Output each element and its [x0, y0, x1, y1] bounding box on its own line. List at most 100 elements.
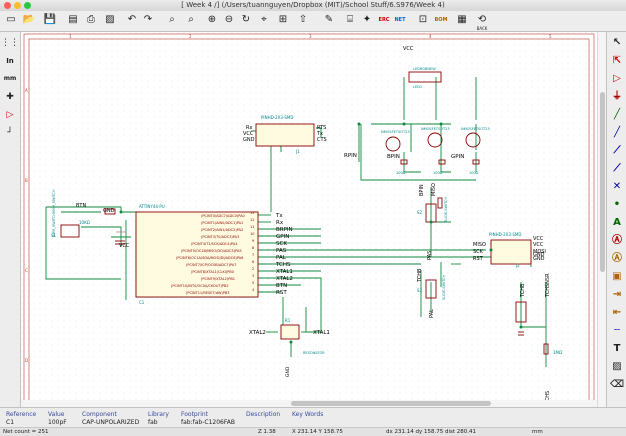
new-sheet-icon[interactable]: ▭ — [6, 14, 16, 25]
cvpcb-icon[interactable]: ⊡ — [418, 14, 428, 25]
mosfet-t2-name: NMOSFETSOT23 — [421, 127, 450, 131]
library-editor-icon[interactable]: ✎ — [324, 14, 334, 25]
ftdi-right-cts: CTS — [317, 137, 327, 143]
mcu-pin-num-8: 8 — [252, 246, 254, 250]
leave-sheet-icon[interactable]: ⇧ — [298, 14, 308, 25]
vertical-scrollbar[interactable] — [597, 32, 607, 407]
switch2-ref: S2 — [417, 210, 423, 215]
find-replace-icon[interactable]: ⌕ — [188, 14, 194, 25]
gnd-right-label: GND — [533, 252, 545, 258]
delete-item-icon[interactable]: ⌫ — [609, 379, 625, 390]
units-mm-button[interactable]: mm — [3, 72, 17, 86]
bus-to-bus-entry-icon[interactable]: ⟋ — [613, 163, 621, 174]
redo-icon[interactable]: ↷ — [143, 14, 153, 25]
add-text-icon[interactable]: T — [610, 342, 624, 356]
mcu-pin-num-11: 11 — [250, 225, 254, 229]
zoom-fit-icon[interactable]: ⌖ — [261, 14, 267, 25]
gnd-bottom-label: GND — [285, 366, 291, 377]
gnd-label: GND — [103, 208, 115, 214]
page-settings-icon[interactable]: ▤ — [68, 14, 78, 25]
mcu-pin-num-10: 10 — [250, 232, 254, 236]
library-browser-icon[interactable]: ⌸ — [347, 14, 353, 25]
back-icon[interactable]: ⟲BACK — [476, 14, 488, 31]
horizontal-scrollbar[interactable] — [21, 400, 597, 407]
ruler-top-1: 1 — [69, 34, 72, 39]
ftdi-right-rts: RTS — [317, 125, 326, 131]
add-net-label-icon[interactable]: A — [610, 216, 624, 230]
isp-right-mosi: MOSI — [533, 249, 546, 255]
horizontal-scroll-thumb[interactable] — [291, 401, 491, 406]
hidden-pins-icon[interactable]: ▷ — [6, 109, 14, 120]
print-icon[interactable]: ⎙ — [87, 14, 95, 25]
add-bus-icon[interactable]: ╱ — [613, 127, 621, 138]
touch-net-tchsnsr: TCHSNSR — [545, 273, 551, 298]
cursor-shape-icon[interactable]: ✚ — [6, 91, 14, 102]
zoom-out-icon[interactable]: ⊖ — [224, 14, 234, 25]
net-pas: PAS — [276, 248, 287, 254]
add-hierarchical-label-icon[interactable]: Ⓐ — [612, 253, 622, 264]
hierarchy-navigator-icon[interactable]: ⊞ — [278, 14, 288, 25]
add-wire-icon[interactable]: ╱ — [613, 109, 621, 120]
pcbnew-icon[interactable]: ▦ — [457, 14, 467, 25]
grid-toggle-icon[interactable]: ⋮⋮ — [1, 37, 19, 48]
mcu-pin-num-7: 7 — [252, 253, 254, 257]
erc-icon[interactable]: ERC — [377, 13, 391, 27]
add-power-icon[interactable]: ⏚ — [612, 91, 622, 102]
component-header: Component — [82, 411, 117, 418]
minimize-window-button[interactable] — [14, 2, 21, 9]
touch-resistor-value: 1MΩ — [553, 350, 562, 355]
no-connect-icon[interactable]: ✕ — [612, 181, 622, 192]
add-junction-icon[interactable]: • — [613, 199, 621, 210]
isp-left-rst: RST — [473, 256, 484, 262]
mcu-pin-num-3: 3 — [252, 274, 254, 278]
highlight-net-icon[interactable]: ⇱ — [612, 55, 622, 66]
annotate-icon[interactable]: ✦ — [362, 14, 372, 25]
btn-ref: S1 — [51, 233, 57, 238]
mcu-pin-pa2: (PCINT2/AIN1/ADC2)PA2 — [201, 228, 243, 232]
import-sheet-pin-icon[interactable]: ⇥ — [612, 289, 622, 300]
find-icon[interactable]: ⌕ — [169, 14, 175, 25]
value-header: Value — [48, 411, 65, 418]
mcu-name: ATTINY44-PU — [139, 204, 165, 209]
select-arrow-icon[interactable]: ↖ — [612, 37, 622, 48]
crystal-right-label: XTAL1 — [313, 330, 330, 336]
close-window-button[interactable] — [4, 2, 11, 9]
netlist-icon[interactable]: NET — [393, 13, 407, 27]
schematic-canvas[interactable]: 1 2 3 4 5 A B C D — [21, 32, 597, 407]
add-sheet-pin-icon[interactable]: ⇤ — [612, 307, 622, 318]
mcu-pin-pa7: (PCINT7/ICP/OC0B/ADC7)PA7 — [186, 263, 237, 267]
add-component-icon[interactable]: ▷ — [613, 73, 621, 84]
open-folder-icon[interactable]: 📂 — [22, 14, 36, 25]
save-icon[interactable]: 💾 — [43, 14, 57, 25]
ftdi-name: PINHD-2X3-SMD — [261, 115, 293, 120]
vertical-scroll-thumb[interactable] — [600, 92, 605, 272]
add-graphic-line-icon[interactable]: ┄ — [613, 325, 621, 336]
plot-icon[interactable]: ▨ — [105, 14, 115, 25]
add-image-icon[interactable]: ▨ — [612, 361, 622, 372]
net-xtal1: XTAL1 — [276, 269, 293, 275]
wire-angle-icon[interactable]: ┘ — [7, 127, 13, 138]
bom-label: BOM — [434, 16, 448, 23]
zoom-window-button[interactable] — [24, 2, 31, 9]
switch2-net-miso: MISO — [431, 183, 437, 196]
ftdi-header-body — [255, 123, 315, 147]
back-label: BACK — [476, 26, 488, 31]
cursor-delta: dx 231.14 dy 158.75 dist 280.41 — [386, 429, 477, 435]
mcu-pin-pb2: (PCINT10/INT0/OC0A/CKOUT)PB2 — [171, 284, 229, 288]
add-sheet-icon[interactable]: ▣ — [612, 271, 622, 282]
mcu-body — [135, 211, 259, 298]
undo-icon[interactable]: ↶ — [127, 14, 137, 25]
net-rx: Rx — [276, 220, 284, 226]
wire-to-bus-entry-icon[interactable]: ⟋ — [613, 145, 621, 156]
zoom-redraw-icon[interactable]: ↻ — [241, 14, 251, 25]
ftdi-left-rx: Rx — [246, 125, 252, 131]
mcu-pin-pb0: (PCINT8/XTAL1/CLKI)PB0 — [191, 270, 234, 274]
add-global-label-icon[interactable]: Ⓐ — [612, 235, 622, 246]
cursor-xy: X 231.14 Y 158.75 — [292, 429, 343, 435]
net-label-letter: A — [613, 217, 621, 228]
r-label-3: 100Ω — [469, 171, 479, 175]
units-inch-button[interactable]: In — [3, 54, 17, 68]
isp-right-gnd: GND — [533, 256, 545, 262]
bom-icon[interactable]: BOM — [434, 13, 448, 27]
zoom-in-icon[interactable]: ⊕ — [207, 14, 217, 25]
